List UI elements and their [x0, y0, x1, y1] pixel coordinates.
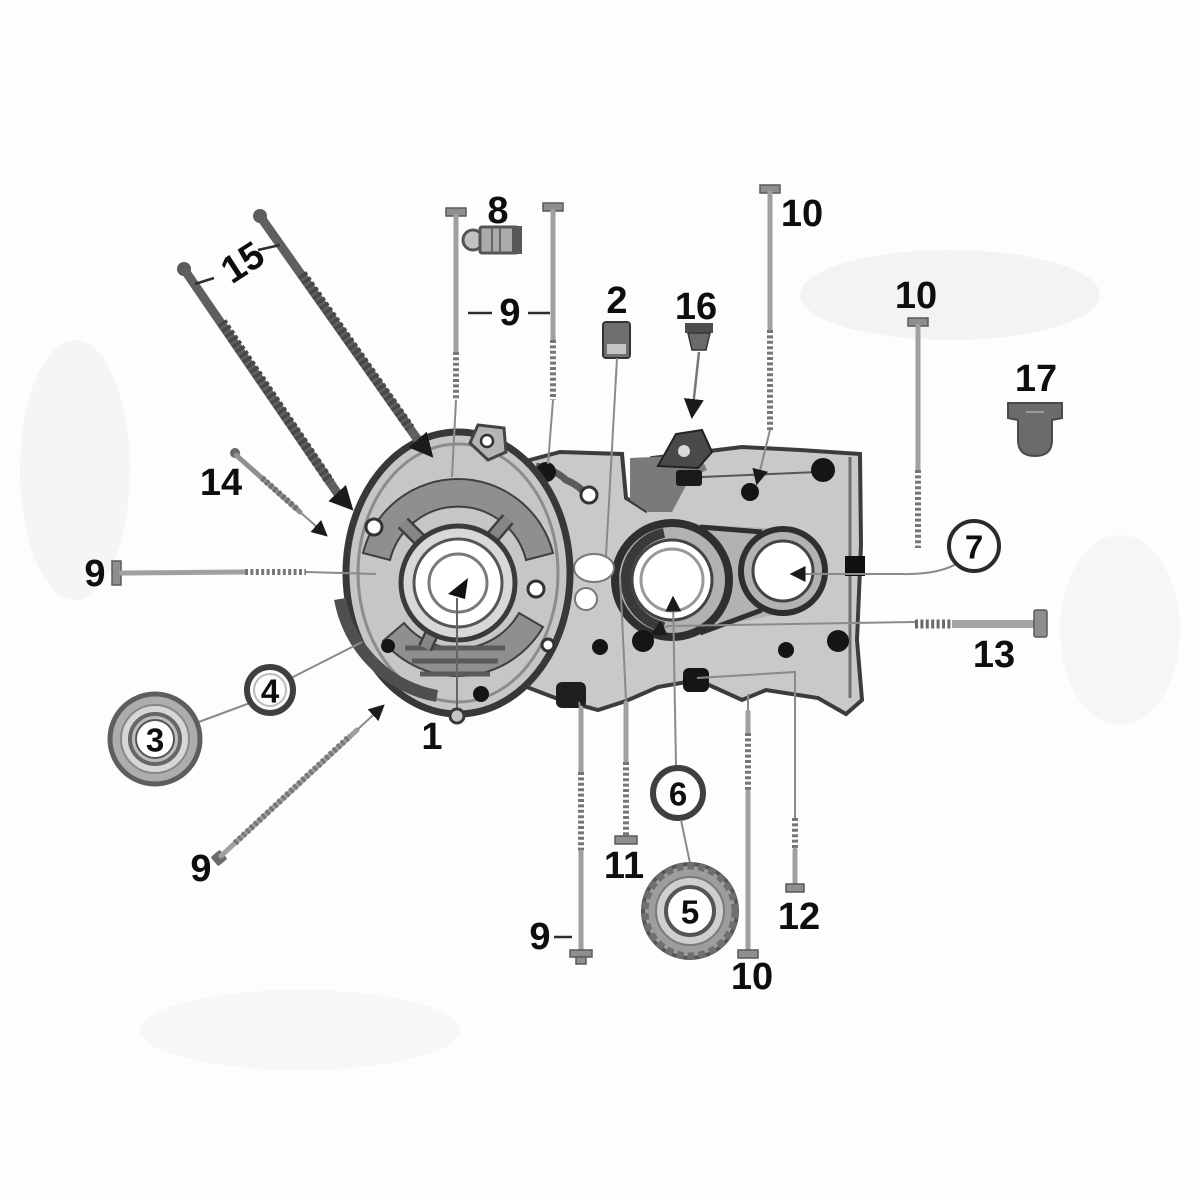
plug-17	[1007, 402, 1063, 458]
callout-15: 15	[194, 234, 281, 292]
left-crankcase-half	[334, 423, 574, 725]
callout-10-right: 10	[895, 275, 937, 317]
stud-15-left	[177, 262, 354, 511]
stud-9-top-right	[542, 202, 564, 465]
pin-8	[461, 225, 522, 255]
nut-16	[683, 323, 713, 419]
callout-14: 14	[200, 462, 242, 504]
block-2	[602, 321, 631, 557]
case-holes	[536, 458, 865, 708]
stud-9-bottom-left	[211, 704, 385, 866]
stud-9-bottom-center	[569, 701, 593, 965]
callout-4: 4	[261, 673, 280, 710]
callout-9-bottom-left: 9	[190, 848, 211, 890]
seal-ring-6	[650, 595, 706, 821]
bolt-13	[649, 609, 1048, 638]
stud-11	[614, 574, 638, 845]
bracket-slot	[678, 445, 690, 457]
rim-holes	[364, 517, 556, 702]
bolt-12	[696, 670, 805, 893]
callout-9-bottom-center: 9	[529, 916, 572, 958]
case-shadow-patch	[630, 455, 707, 512]
callout-3: 3	[146, 722, 164, 759]
crank-web	[573, 553, 615, 583]
callout-16: 16	[675, 286, 717, 328]
callout-8: 8	[487, 190, 508, 232]
callout-7: 7	[965, 529, 983, 566]
callout-6: 6	[669, 776, 687, 813]
secondary-bearing-bore	[751, 539, 815, 603]
bearing-5	[641, 819, 739, 960]
callout-9-top: 9	[468, 292, 550, 334]
scan-texture	[20, 250, 1180, 1070]
callout-10-bottom: 10	[731, 956, 773, 998]
crank-pin	[574, 587, 598, 611]
callout-12: 12	[778, 896, 820, 938]
stud-14	[230, 448, 328, 537]
callout-13: 13	[973, 634, 1015, 676]
stud-9-left	[111, 560, 377, 586]
balloon-7	[789, 519, 1001, 582]
callout-5: 5	[681, 894, 699, 931]
crank-bore	[398, 523, 518, 725]
bearing-boss	[611, 519, 828, 641]
main-bearing-bore	[630, 538, 714, 622]
callout-10-top: 10	[781, 193, 823, 235]
pivot-hole	[579, 485, 599, 505]
callout-9-left: 9	[84, 553, 105, 595]
callout-17: 17	[1015, 358, 1057, 400]
callout-9-bottom-center-text: 9	[529, 916, 550, 958]
seal-ring-4	[244, 664, 296, 716]
bolt-10-bottom	[737, 694, 759, 959]
callout-2: 2	[606, 280, 627, 322]
callout-1: 1	[421, 716, 442, 758]
right-crankcase-half	[497, 428, 865, 717]
stud-9-top-left	[445, 207, 467, 478]
bolt-10-right	[907, 317, 929, 548]
callout-15-text: 15	[214, 234, 272, 292]
bore-arrow	[448, 578, 468, 599]
bearing-3	[107, 641, 363, 787]
bolt-10-top	[752, 184, 781, 486]
callout-11: 11	[604, 845, 644, 887]
stud-15-right	[253, 209, 434, 458]
callout-9-top-text: 9	[499, 292, 520, 334]
top-fitting	[676, 470, 702, 486]
